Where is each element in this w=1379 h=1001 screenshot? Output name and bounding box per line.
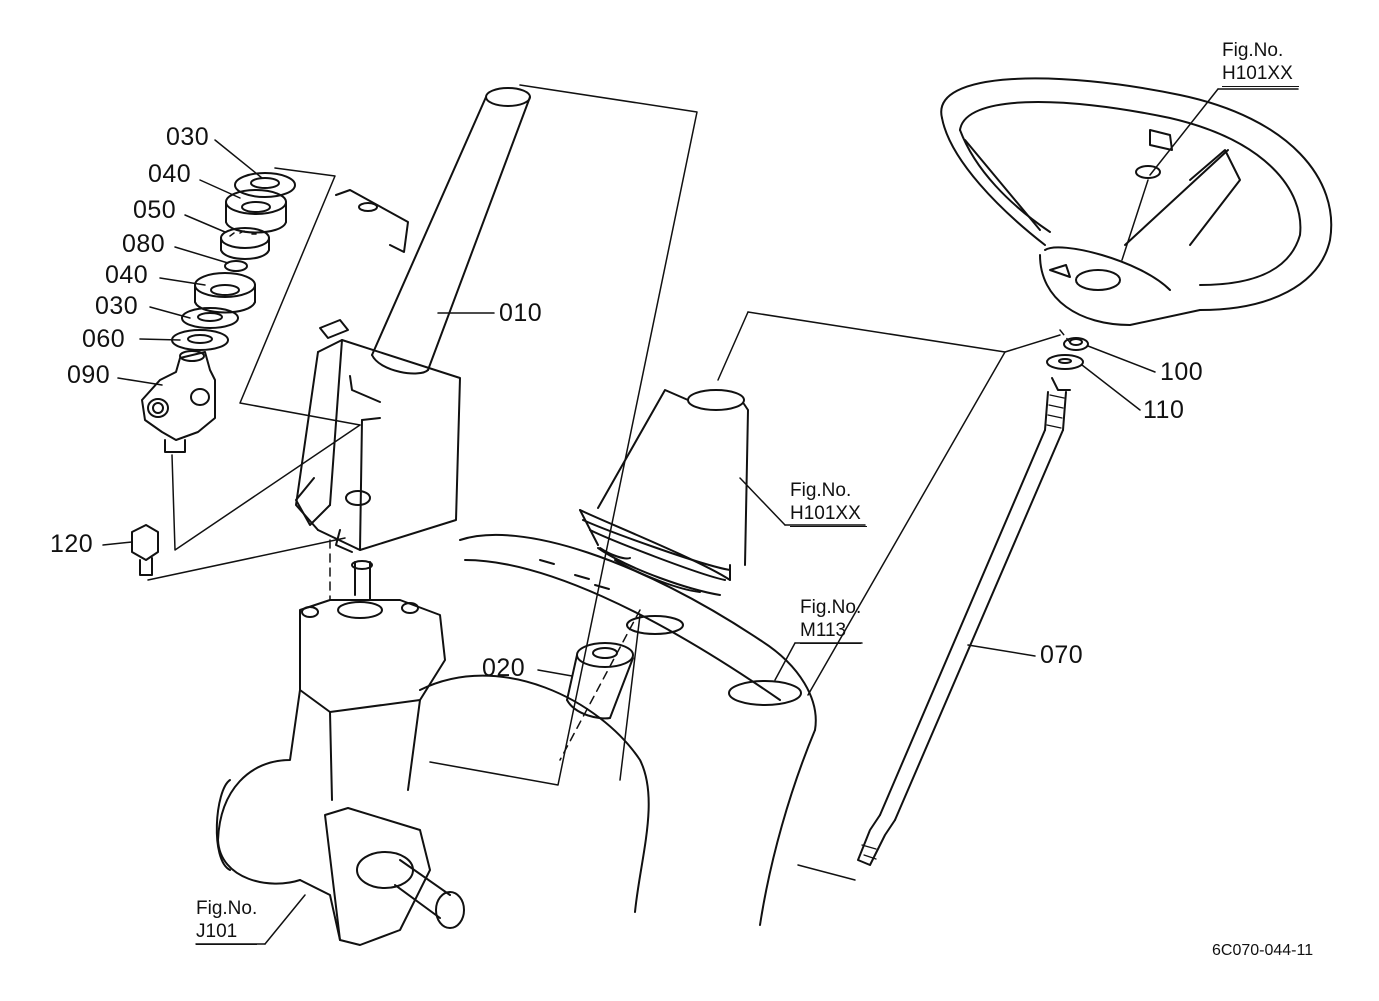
figure-ref-gearbox-label: Fig.No. — [196, 898, 258, 919]
part-label-020: 020 — [482, 654, 526, 682]
steering-gearbox — [215, 560, 465, 946]
column-boot — [579, 389, 749, 596]
figure-ref-boot: Fig.No. H101XX — [790, 480, 867, 527]
nut-and-washer — [1046, 337, 1089, 370]
part-label-120: 120 — [50, 530, 94, 558]
part-label-090: 090 — [67, 361, 111, 389]
figure-ref-wheel-label: Fig.No. — [1222, 40, 1284, 61]
bolt — [131, 524, 159, 576]
figure-ref-wheel: Fig.No. H101XX — [1222, 40, 1299, 87]
part-label-110: 110 — [1143, 396, 1185, 424]
part-label-060: 060 — [82, 325, 126, 353]
part-label-030-top: 030 — [166, 123, 210, 151]
figure-ref-wheel-code: H101XX — [1222, 63, 1299, 87]
figure-ref-gearbox-code: J101 — [196, 921, 258, 945]
figure-ref-dash-code: M113 — [800, 620, 862, 644]
part-label-070: 070 — [1040, 641, 1084, 669]
steering-wheel — [940, 77, 1333, 326]
label-leaders — [102, 88, 1299, 945]
steering-shaft — [857, 377, 1071, 866]
part-label-010: 010 — [499, 299, 543, 327]
figure-ref-boot-code: H101XX — [790, 503, 867, 527]
figure-ref-gearbox: Fig.No. J101 — [196, 898, 258, 945]
part-label-100: 100 — [1160, 358, 1204, 386]
part-label-040-bottom: 040 — [105, 261, 149, 289]
part-label-050: 050 — [133, 196, 177, 224]
bearing-stack — [171, 172, 296, 351]
document-id: 6C070-044-11 — [1212, 942, 1314, 959]
part-label-040-top: 040 — [148, 160, 192, 188]
column-bracket — [295, 189, 461, 553]
universal-joint — [141, 350, 216, 453]
bushing — [566, 642, 634, 720]
part-label-080: 080 — [122, 230, 166, 258]
figure-ref-dash-label: Fig.No. — [800, 597, 862, 618]
part-label-030-bottom: 030 — [95, 292, 139, 320]
figure-ref-dash: Fig.No. M113 — [800, 597, 862, 644]
figure-ref-boot-label: Fig.No. — [790, 480, 852, 501]
dashboard-panel — [419, 533, 817, 926]
column-tube — [371, 87, 531, 375]
